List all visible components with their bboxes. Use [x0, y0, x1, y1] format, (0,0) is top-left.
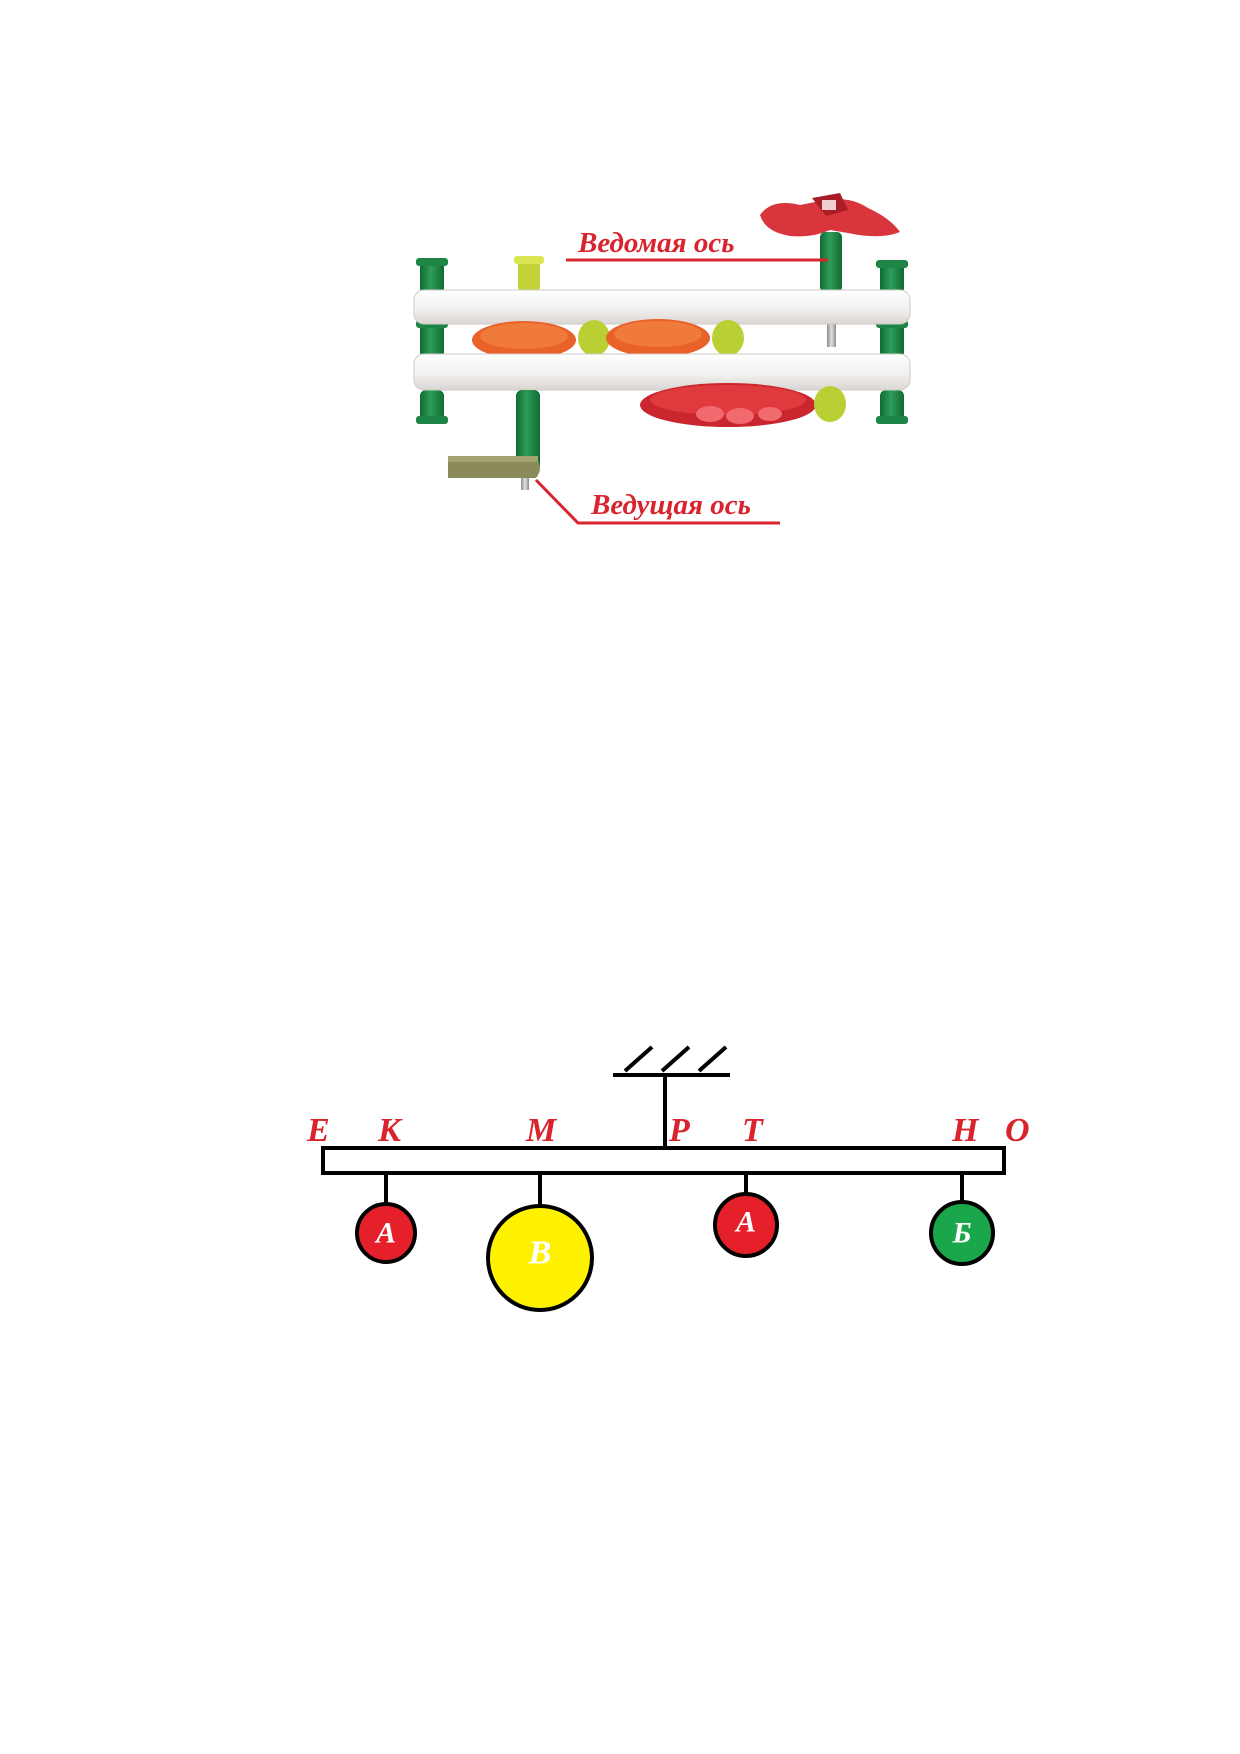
weight-label: В: [528, 1235, 552, 1272]
driven-axis-handle: [760, 193, 900, 237]
weight-label: А: [734, 1206, 756, 1239]
weight-v: В: [486, 1173, 594, 1312]
weight-a-right: А: [713, 1173, 779, 1258]
ceiling-support: [613, 1045, 730, 1148]
left-peg-column: [416, 258, 448, 424]
point-label-n: Н: [951, 1112, 980, 1149]
weight-label: А: [374, 1217, 396, 1250]
middle-gear-row: [472, 319, 744, 359]
point-label-t: Т: [742, 1112, 764, 1149]
gearbox-illustration: Ведомая ось Ведущая ось: [413, 193, 911, 525]
point-label-r: Р: [668, 1112, 690, 1149]
driving-axis-leader: [534, 478, 780, 525]
lever-beam: [321, 1146, 1006, 1175]
point-label-m: М: [525, 1112, 558, 1149]
point-label-o: О: [1005, 1112, 1030, 1149]
driving-axle: [521, 470, 529, 490]
upper-plate: [413, 289, 911, 325]
driving-axis-label: Ведущая ось: [590, 489, 751, 521]
large-red-gear: [640, 383, 846, 427]
idler-peg-top: [518, 258, 540, 292]
weight-a-left: А: [355, 1173, 417, 1264]
driving-axle-peg: [516, 390, 540, 472]
lower-plate: [413, 353, 911, 391]
lever-diagram: Е К М Р Т Н О А В А Б: [306, 1045, 1030, 1312]
weight-label: Б: [951, 1217, 971, 1250]
right-peg-column: [876, 260, 908, 424]
driven-axis-label: Ведомая ось: [577, 227, 734, 259]
driven-axle-peg: [820, 232, 842, 292]
weight-b: Б: [929, 1173, 995, 1266]
driving-crank: [448, 458, 540, 478]
point-label-k: К: [377, 1112, 403, 1149]
point-label-e: Е: [306, 1112, 330, 1149]
